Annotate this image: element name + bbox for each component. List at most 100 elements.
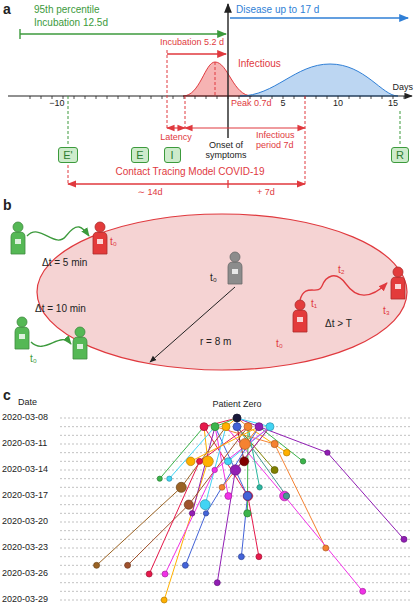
graphic-part <box>107 96 108 99</box>
text-label: 2020-03-14 <box>2 465 48 475</box>
graphic-part <box>60 504 412 505</box>
graphic-part <box>94 562 100 568</box>
graphic-part <box>140 96 141 99</box>
graphic-part <box>300 459 305 464</box>
graphic-part <box>297 317 303 322</box>
trajectory-path <box>300 276 387 300</box>
text-label: t₂ <box>338 264 345 275</box>
graphic-part <box>233 414 241 422</box>
graphic-part <box>60 600 412 601</box>
graphic-part <box>222 427 270 488</box>
graphic-part <box>284 496 362 591</box>
graphic-part <box>349 96 350 99</box>
graphic-part <box>30 96 31 99</box>
graphic-part <box>11 232 25 254</box>
graphic-part <box>323 545 329 551</box>
graphic-part <box>241 496 247 557</box>
graphic-part <box>238 554 244 560</box>
graphic-part <box>75 327 85 337</box>
graphic-part <box>271 440 278 447</box>
e-prime-tick <box>68 165 69 184</box>
graphic-part <box>283 493 289 499</box>
graphic-part <box>118 96 119 99</box>
text-label: 2020-03-20 <box>2 517 48 527</box>
text-label: t₀ <box>210 272 217 283</box>
text-label: ∼ 14d <box>137 188 162 198</box>
graphic-part <box>214 580 220 586</box>
graphic-part <box>181 427 226 488</box>
people <box>11 222 405 359</box>
text-label: r = 8 m <box>200 336 231 347</box>
text-label: a <box>3 2 11 17</box>
e-prime-line <box>68 96 69 146</box>
proximity-panel <box>11 214 407 370</box>
contact-tree <box>60 414 412 603</box>
graphic-part <box>206 427 259 514</box>
state-box: I <box>164 147 181 164</box>
radius-line <box>150 287 235 362</box>
graphic-part <box>60 539 412 540</box>
state-box: E <box>131 147 148 164</box>
graphic-part <box>41 96 42 99</box>
graphic-part <box>294 96 295 99</box>
graphic-part <box>293 310 307 332</box>
graphic-part <box>215 427 270 470</box>
graphic-part <box>195 96 196 99</box>
text-label: t₀ <box>30 353 37 364</box>
state-box: E' <box>58 147 77 164</box>
graphic-part <box>404 96 405 99</box>
graphic-part <box>60 582 412 583</box>
graphic-part <box>243 491 252 500</box>
proximity-zone <box>37 214 407 370</box>
graphic-part <box>237 418 270 427</box>
text-label: Infectious period 7d <box>256 131 314 151</box>
graphic-part <box>200 423 208 431</box>
graphic-part <box>271 466 278 473</box>
graphic-part <box>327 96 328 99</box>
graphic-part <box>203 511 208 516</box>
tracing-zero-tick <box>227 180 228 188</box>
graphic-part <box>162 96 163 99</box>
text-label: 5 <box>280 99 285 109</box>
graphic-part <box>382 96 383 99</box>
graphic-part <box>391 277 405 299</box>
graphic-part <box>360 588 366 594</box>
graphic-part <box>222 423 230 431</box>
graphic-part <box>97 239 103 244</box>
graphic-part <box>146 571 152 577</box>
graphic-part <box>212 467 217 472</box>
latency-arrow <box>167 127 185 128</box>
graphic-part <box>157 476 162 481</box>
infectious-period-arrow <box>185 127 305 128</box>
time-axis <box>8 95 412 96</box>
person-figure <box>11 222 25 254</box>
graphic-part <box>17 317 27 327</box>
graphic-part <box>60 444 412 445</box>
graphic-part <box>233 423 241 431</box>
text-label: t₀ <box>276 338 283 349</box>
graphic-part <box>186 457 195 466</box>
graphic-part <box>60 478 412 479</box>
text-label: Patient Zero <box>212 400 261 410</box>
graphic-part <box>60 487 412 488</box>
text-label: Δt = 5 min <box>42 257 87 268</box>
graphic-part <box>191 427 259 462</box>
text-label: Incubation 5.2 d <box>160 38 224 48</box>
graphic-part <box>280 491 290 501</box>
graphic-part <box>60 496 412 497</box>
text-label: 2020-03-08 <box>2 413 48 423</box>
graphic-part <box>283 449 290 456</box>
disease-arrow <box>230 17 408 18</box>
graphic-part <box>230 252 240 262</box>
graphic-part <box>295 300 305 310</box>
graphic-part <box>184 500 193 509</box>
graphic-part <box>360 96 361 99</box>
graphic-part <box>197 458 203 464</box>
graphic-part <box>232 269 238 274</box>
graphic-part <box>206 96 207 99</box>
graphic-part <box>217 96 218 99</box>
contact-path <box>27 227 89 240</box>
text-label: Onset of symptoms <box>197 141 255 161</box>
